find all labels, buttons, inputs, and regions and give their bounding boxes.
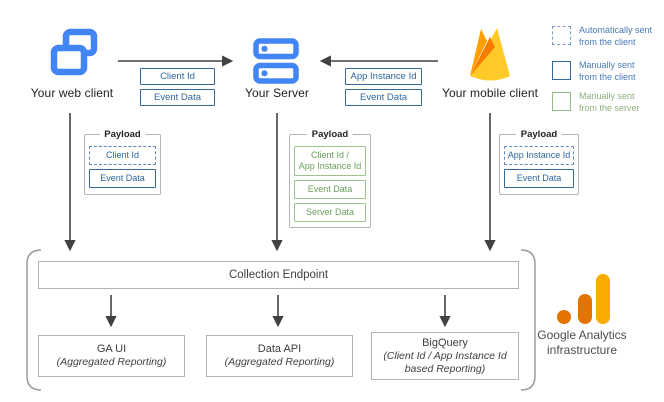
legend-label: Automatically sent from the client bbox=[579, 25, 653, 47]
payload-label: Payload bbox=[515, 129, 563, 140]
web-payload: Payload Client Id Event Data bbox=[84, 129, 161, 195]
app-instance-id-chip: App Instance Id bbox=[345, 68, 422, 85]
legend-label: Manually sent from the server bbox=[579, 91, 640, 113]
mobile-to-server-data: App Instance Id Event Data bbox=[345, 68, 422, 106]
payload-item-event-data: Event Data bbox=[89, 169, 156, 188]
bigquery-subtitle: (Client Id / App Instance Id based Repor… bbox=[383, 350, 507, 375]
legend-item-manual-client: Manually sent from the client bbox=[552, 60, 636, 83]
payload-item-ids: Client Id / App Instance Id bbox=[294, 146, 366, 176]
server-icon bbox=[253, 38, 299, 84]
server-label: Your Server bbox=[244, 86, 310, 100]
collection-endpoint-box: Collection Endpoint bbox=[38, 261, 519, 289]
ga-ui-title: GA UI bbox=[96, 343, 127, 356]
payload-label: Payload bbox=[306, 129, 354, 140]
bigquery-box: BigQuery (Client Id / App Instance Id ba… bbox=[371, 332, 519, 380]
mobile-payload: Payload App Instance Id Event Data bbox=[499, 129, 579, 195]
left-bracket bbox=[26, 249, 42, 391]
ga-infrastructure-label: Google Analytics infrastructure bbox=[537, 328, 627, 357]
web-client-icon bbox=[50, 28, 98, 76]
event-data-chip: Event Data bbox=[345, 89, 422, 106]
right-bracket bbox=[520, 249, 536, 391]
google-analytics-icon bbox=[557, 274, 610, 324]
payload-item-event-data: Event Data bbox=[294, 180, 366, 199]
data-api-subtitle: (Aggregated Reporting) bbox=[224, 356, 335, 369]
payload-label: Payload bbox=[99, 129, 146, 140]
ga-ui-box: GA UI (Aggregated Reporting) bbox=[38, 335, 185, 377]
green-swatch bbox=[552, 92, 571, 111]
data-api-box: Data API (Aggregated Reporting) bbox=[206, 335, 353, 377]
payload-item-app-instance-id: App Instance Id bbox=[504, 146, 574, 165]
legend-label: Manually sent from the client bbox=[579, 60, 636, 82]
bigquery-title: BigQuery bbox=[422, 337, 468, 349]
web-client-label: Your web client bbox=[30, 86, 114, 100]
web-to-server-data: Client Id Event Data bbox=[140, 68, 215, 106]
legend-item-auto-client: Automatically sent from the client bbox=[552, 25, 652, 48]
event-data-chip: Event Data bbox=[140, 89, 215, 106]
payload-item-client-id: Client Id bbox=[89, 146, 156, 165]
data-api-title: Data API bbox=[257, 343, 302, 356]
legend-item-manual-server: Manually sent from the server bbox=[552, 91, 640, 114]
client-id-chip: Client Id bbox=[140, 68, 215, 85]
mobile-client-label: Your mobile client bbox=[441, 86, 539, 100]
payload-item-event-data: Event Data bbox=[504, 169, 574, 188]
ga-ui-subtitle: (Aggregated Reporting) bbox=[56, 356, 167, 369]
payload-item-server-data: Server Data bbox=[294, 203, 366, 222]
blue-swatch bbox=[552, 61, 571, 80]
firebase-icon bbox=[470, 28, 510, 81]
dashed-blue-swatch bbox=[552, 26, 571, 45]
server-payload: Payload Client Id / App Instance Id Even… bbox=[289, 129, 371, 228]
